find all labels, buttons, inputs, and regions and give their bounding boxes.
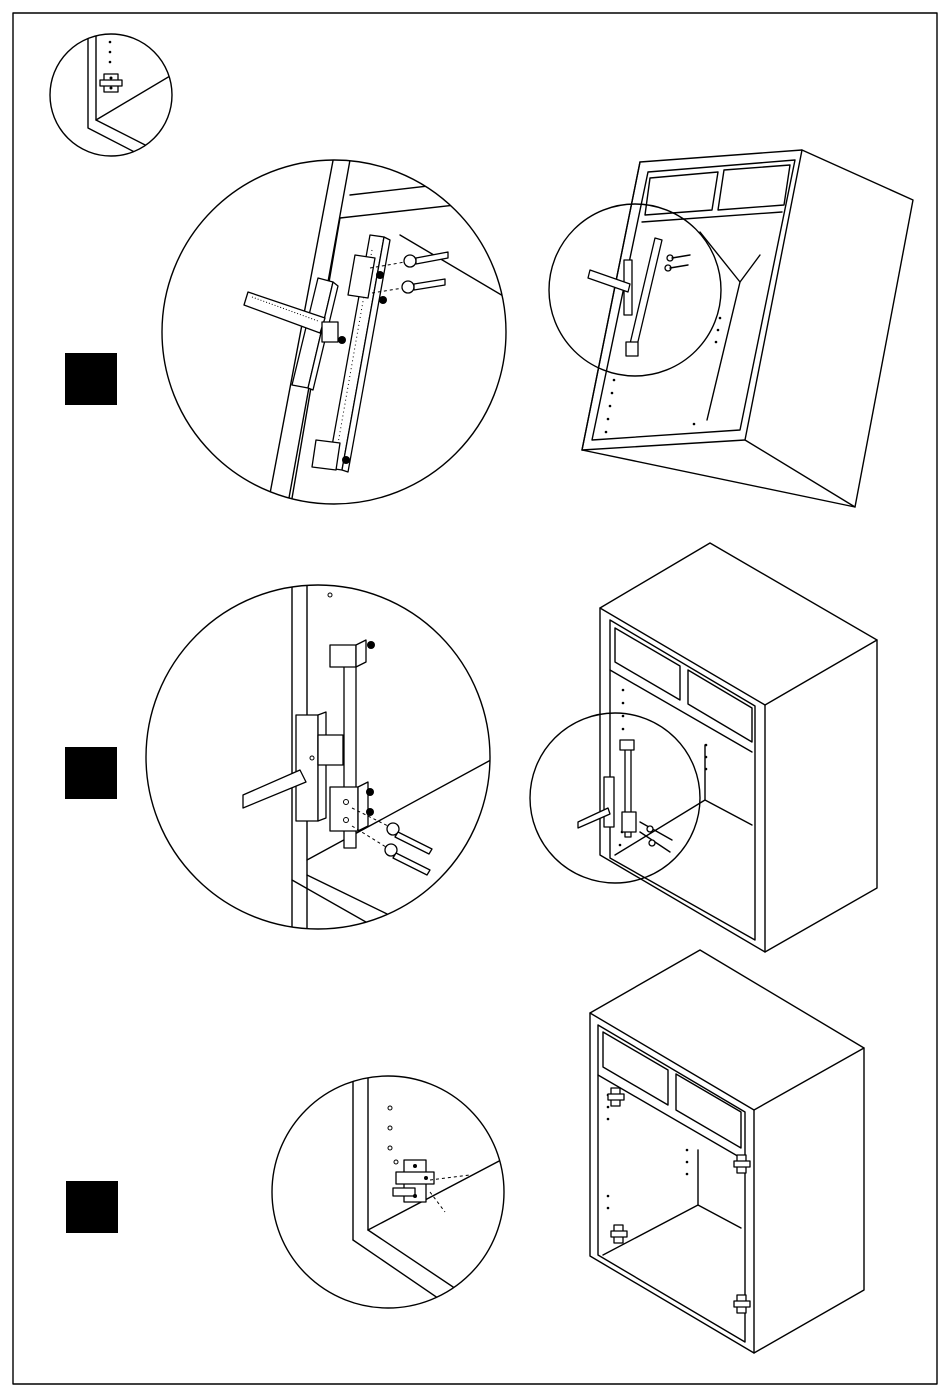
step-1-marker [65,353,117,405]
step-3-cabinet [590,950,864,1353]
hole-row [607,1094,689,1210]
hinge-plate-icon [611,1225,627,1243]
detail-circle-intro [50,20,180,160]
hinge-plate-icon [100,74,122,92]
hinge-plate-icon [393,1160,434,1202]
step-2-marker [65,747,117,799]
drilling-jig-icon [244,235,390,472]
hinge-plate-icon [734,1155,750,1173]
step-1-detail-circle [162,150,510,520]
step-2-cabinet [530,543,877,952]
hinge-plate-icon [734,1295,750,1313]
drilling-jig-icon [588,238,690,356]
drilling-jig-icon [578,740,672,852]
hinge-plate-icon [608,1088,624,1106]
step-2-detail-circle [146,585,500,930]
step-3-marker [66,1181,118,1233]
step-2-callout-circle [530,713,700,883]
drilling-jig-icon [243,640,375,848]
step-3-detail-circle [272,1070,520,1320]
step-1-cabinet [549,150,913,507]
page-border [13,13,937,1384]
